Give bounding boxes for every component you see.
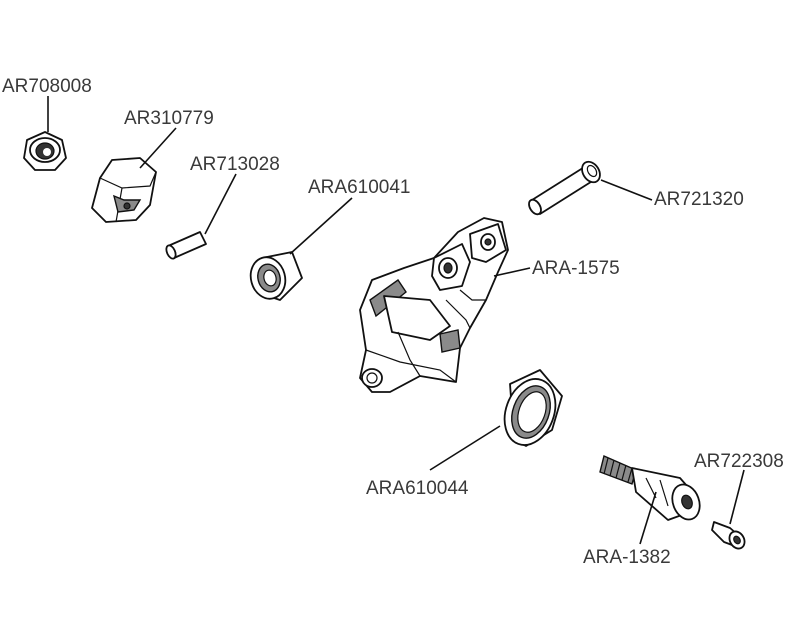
part-hex-hub xyxy=(91,157,157,223)
part-screw xyxy=(711,521,746,550)
part-hinge-pin xyxy=(528,160,601,216)
label-screw: AR722308 xyxy=(694,451,784,472)
leader-bearing-small xyxy=(289,197,353,255)
label-hex-hub: AR310779 xyxy=(124,108,214,129)
part-axle xyxy=(599,455,701,521)
leader-carrier xyxy=(493,267,531,277)
label-axle: ARA-1382 xyxy=(583,547,671,568)
leader-hex-pin xyxy=(204,173,237,235)
leader-screw xyxy=(729,469,745,525)
part-bearing-small xyxy=(249,251,303,301)
leader-axle xyxy=(639,491,657,545)
part-hex-pin xyxy=(165,231,207,260)
label-hex-pin: AR713028 xyxy=(190,154,280,175)
label-hinge-pin: AR721320 xyxy=(654,189,744,210)
label-bearing-small: ARA610041 xyxy=(308,177,410,198)
part-bearing-large xyxy=(503,369,563,447)
part-nut xyxy=(23,131,67,171)
part-carrier xyxy=(359,217,509,393)
label-nut: AR708008 xyxy=(2,76,92,97)
leader-hex-hub xyxy=(139,127,177,169)
label-carrier: ARA-1575 xyxy=(532,258,620,279)
leader-hinge-pin xyxy=(600,179,653,201)
leader-bearing-large xyxy=(429,425,501,471)
label-bearing-large: ARA610044 xyxy=(366,478,469,499)
